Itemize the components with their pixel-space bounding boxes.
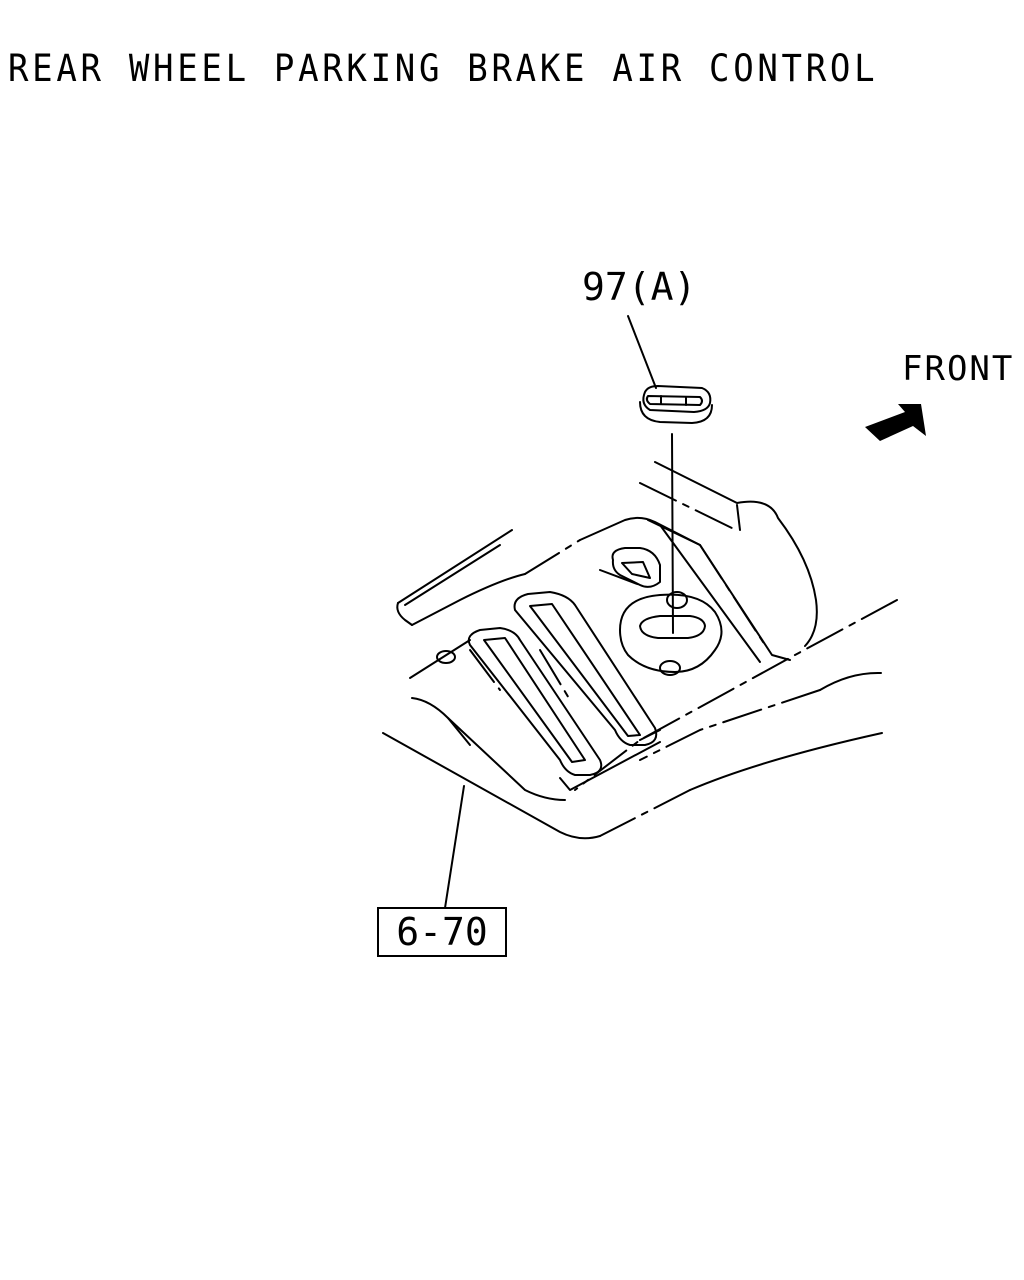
reference-box-label: 6-70 — [396, 910, 488, 954]
grommet-part-97a — [639, 385, 713, 424]
reference-box-6-70: 6-70 — [377, 907, 507, 957]
diagram-title: REAR WHEEL PARKING BRAKE AIR CONTROL — [8, 47, 879, 90]
installation-axis-line — [671, 433, 674, 634]
floor-panel — [382, 461, 898, 840]
leader-line-6-70 — [444, 785, 465, 909]
part-callout-97a: 97(A) — [582, 265, 697, 309]
front-direction-label: FRONT — [902, 349, 1015, 389]
leader-line-97a — [627, 315, 657, 389]
front-arrow-icon — [865, 404, 926, 441]
